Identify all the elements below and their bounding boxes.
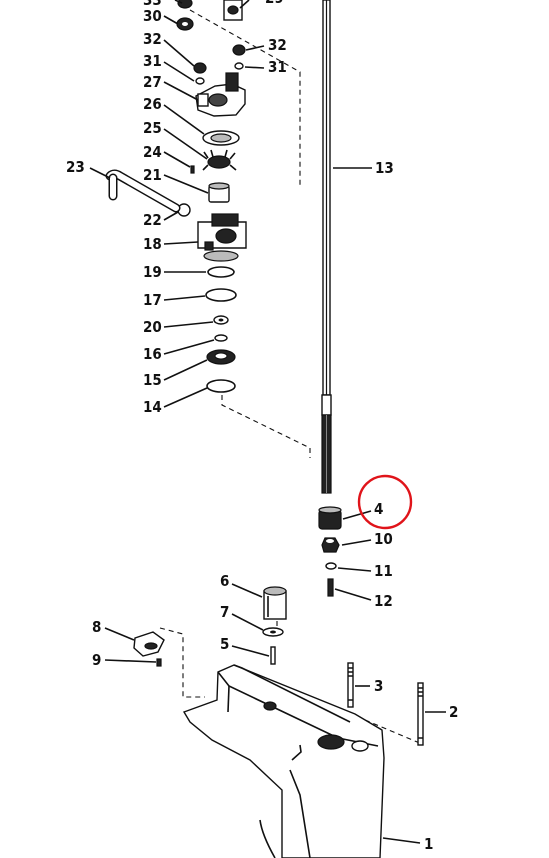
label-16: 16 — [143, 345, 162, 363]
label-19: 19 — [143, 263, 162, 281]
label-9: 9 — [92, 651, 101, 669]
label-25: 25 — [143, 119, 162, 137]
highlight-circle — [357, 474, 413, 530]
label-22: 22 — [143, 211, 162, 229]
label-20: 20 — [143, 318, 162, 336]
label-32-right: 32 — [268, 36, 287, 54]
part-number-labels: 33 30 29 32 32 31 31 27 26 25 24 21 23 2… — [66, 0, 458, 853]
label-33: 33 — [143, 0, 162, 9]
studs — [347, 662, 424, 746]
label-3: 3 — [374, 677, 383, 695]
label-11: 11 — [374, 562, 393, 580]
drive-shaft — [321, 0, 332, 494]
label-14: 14 — [143, 398, 162, 416]
label-13: 13 — [375, 159, 394, 177]
shaft-bearing-components — [318, 506, 342, 597]
label-29: 29 — [265, 0, 284, 7]
label-26: 26 — [143, 95, 162, 113]
label-17: 17 — [143, 291, 162, 309]
label-32: 32 — [143, 30, 162, 48]
gear-housing — [182, 664, 385, 858]
leader-lines — [89, 0, 446, 844]
label-6: 6 — [220, 572, 229, 590]
label-15: 15 — [143, 371, 162, 389]
label-21: 21 — [143, 166, 162, 184]
label-18: 18 — [143, 235, 162, 253]
label-4: 4 — [374, 500, 383, 518]
label-31: 31 — [143, 52, 162, 70]
label-7: 7 — [220, 603, 229, 621]
label-12: 12 — [374, 592, 393, 610]
label-2: 2 — [449, 703, 458, 721]
assembly-dashed-lines — [159, 9, 423, 745]
label-5: 5 — [220, 635, 229, 653]
label-24: 24 — [143, 143, 162, 161]
label-31-right: 31 — [268, 58, 287, 76]
label-8: 8 — [92, 618, 101, 636]
label-23: 23 — [66, 158, 85, 176]
water-pump-components — [105, 0, 247, 393]
label-10: 10 — [374, 530, 393, 548]
label-30: 30 — [143, 7, 162, 25]
guide-components — [133, 586, 287, 667]
label-1: 1 — [424, 835, 433, 853]
label-27: 27 — [143, 73, 162, 91]
